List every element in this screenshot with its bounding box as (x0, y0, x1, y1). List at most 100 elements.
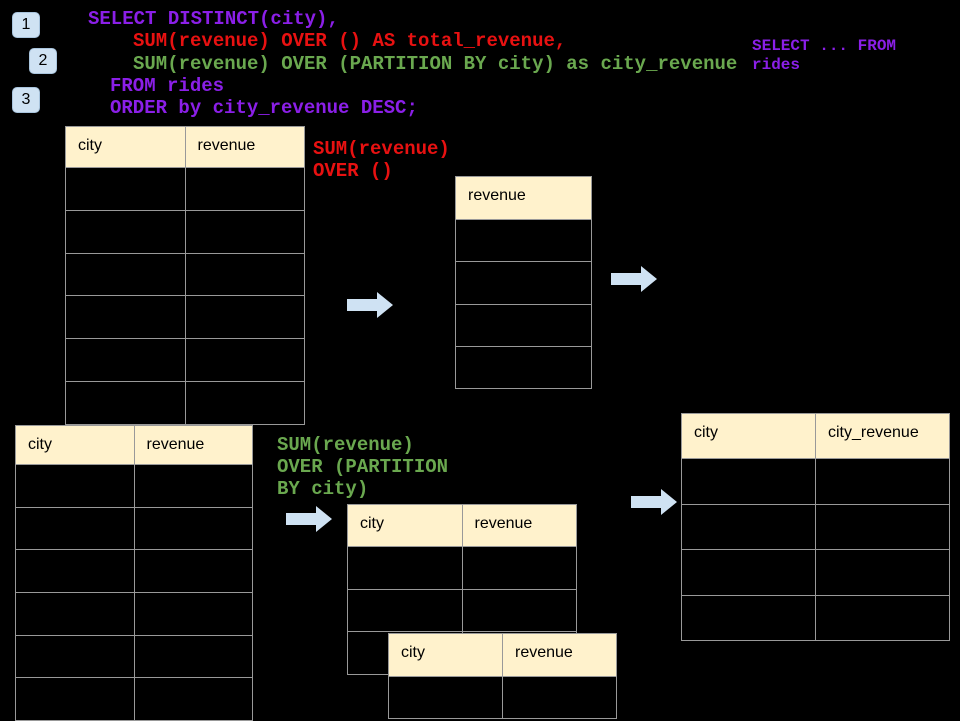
table-row (66, 167, 304, 210)
table-cell (184, 168, 304, 210)
table-row (66, 338, 304, 381)
column-header: city (360, 515, 384, 532)
step-badge-label: 1 (21, 16, 31, 33)
table-row (66, 252, 304, 296)
table-cell (456, 304, 591, 346)
table-row (682, 458, 949, 504)
arrow-right-icon (347, 292, 393, 318)
label-line: BY city) (277, 478, 369, 500)
step-badge-label: 2 (38, 52, 48, 69)
table-cell (348, 589, 462, 632)
table-row (66, 295, 304, 339)
arrow-right-icon (286, 506, 332, 532)
table-cell (682, 459, 815, 504)
step-badge-1: 1 (12, 12, 40, 38)
table-row (66, 209, 304, 253)
table-result: city city_revenue (681, 413, 950, 641)
table-cell (815, 550, 949, 595)
table-cell (16, 635, 134, 678)
table-row (16, 464, 252, 507)
table-cell (815, 595, 949, 640)
table-cell (502, 677, 616, 718)
table-cell (16, 593, 134, 635)
table-row (66, 380, 304, 424)
table-row (456, 345, 591, 389)
table-cell (66, 339, 185, 381)
label-line: SUM(revenue) (277, 434, 414, 456)
table-row (682, 549, 949, 595)
table-cell (461, 547, 576, 589)
table-row (16, 506, 252, 550)
step-badge-label: 3 (21, 91, 31, 108)
table-row (682, 503, 949, 549)
table-cell (66, 168, 185, 210)
table-cell (66, 296, 185, 339)
table-row (16, 677, 252, 721)
table-row (16, 549, 252, 593)
table-cell (133, 635, 252, 678)
table-row (348, 588, 576, 632)
table-cell (184, 210, 304, 253)
table-cell (682, 504, 815, 549)
table-cell (133, 593, 252, 635)
code-line: SELECT DISTINCT(city), (88, 8, 339, 30)
column-header: city_revenue (815, 414, 949, 458)
step-badge-2: 2 (29, 48, 57, 74)
table-cell (16, 507, 134, 550)
table-cell (456, 220, 591, 262)
table-cell (133, 507, 252, 550)
table-cell (16, 678, 134, 721)
table-cell (184, 339, 304, 381)
table-cell (184, 253, 304, 296)
table-header-row: revenue (456, 177, 591, 219)
table-row (456, 303, 591, 346)
table-cell (461, 589, 576, 632)
step-badge-3: 3 (12, 87, 40, 113)
table-cell (815, 459, 949, 504)
table-cell (682, 550, 815, 595)
column-header: city (78, 137, 102, 154)
table-partition-overlay: city revenue (388, 633, 617, 719)
table-cell (66, 253, 185, 296)
table-header-row: city city_revenue (682, 414, 949, 458)
column-header: revenue (502, 634, 616, 676)
table-row (456, 219, 591, 262)
table-row (389, 676, 616, 718)
table-header-row: city revenue (16, 426, 252, 464)
table-rides-bottom: city revenue (15, 425, 253, 721)
table-header-row: city revenue (66, 127, 304, 167)
table-row (682, 594, 949, 640)
column-header: revenue (461, 505, 577, 546)
table-cell (682, 595, 815, 640)
column-header: revenue (184, 127, 305, 167)
column-header: city (28, 436, 52, 453)
table-cell (133, 550, 252, 593)
column-header: revenue (133, 426, 253, 464)
table-row (16, 592, 252, 635)
table-cell (184, 381, 304, 424)
table-header-row: city revenue (389, 634, 616, 676)
table-cell (133, 678, 252, 721)
code-line: SUM(revenue) OVER () AS total_revenue, (133, 30, 567, 53)
table-row (456, 261, 591, 304)
label-line: SELECT ... FROM (752, 37, 897, 55)
table-cell (16, 465, 134, 507)
arrow-right-icon (611, 266, 657, 292)
table-cell (133, 465, 252, 507)
label-line: rides (752, 56, 801, 74)
label-line: OVER () (313, 160, 393, 182)
table-total-revenue: revenue (455, 176, 592, 390)
table-cell (389, 677, 502, 718)
column-header: city (401, 644, 425, 661)
label-line: OVER (PARTITION (277, 456, 449, 478)
table-cell (456, 262, 591, 304)
table-cell (815, 504, 949, 549)
table-cell (16, 550, 134, 593)
column-header: city (694, 424, 718, 441)
table-cell (66, 381, 185, 424)
table-header-row: city revenue (348, 505, 576, 546)
arrow-right-icon (631, 489, 677, 515)
table-cell (184, 296, 304, 339)
